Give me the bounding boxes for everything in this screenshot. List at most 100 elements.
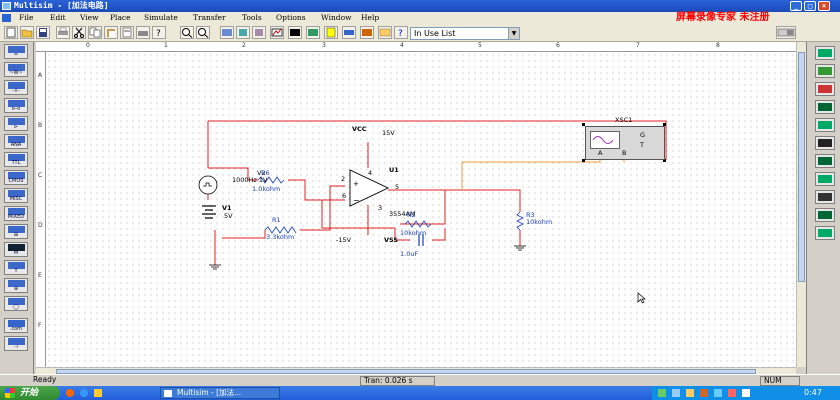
bode-plotter-button[interactable] — [815, 118, 835, 132]
r3-value[interactable]: 10kohm — [526, 218, 553, 226]
tray-icon[interactable] — [700, 389, 708, 397]
indicators-button[interactable]: ⊞ — [4, 224, 28, 239]
vertical-scrollbar[interactable] — [796, 42, 806, 367]
word-generator-button[interactable] — [815, 136, 835, 150]
basic-button[interactable]: ~W~ — [4, 62, 28, 77]
database-icon[interactable] — [236, 26, 250, 39]
tray-icon[interactable] — [686, 389, 694, 397]
mixed-button[interactable]: MIXED — [4, 206, 28, 221]
close-button[interactable]: × — [818, 1, 830, 11]
network-analyzer-button[interactable] — [815, 226, 835, 240]
vss-name[interactable]: VSS — [384, 236, 399, 244]
v2-value[interactable]: 1000Hz 1V — [232, 176, 268, 184]
quicklaunch-icon[interactable] — [66, 389, 74, 397]
tray-icon[interactable] — [714, 389, 722, 397]
clock[interactable]: 0:47 — [804, 388, 822, 397]
taskbar-multisim-window[interactable]: Multisim - [加法... — [160, 387, 280, 399]
menu-view[interactable]: View — [80, 13, 99, 22]
analog-button[interactable]: ⊳ — [4, 116, 28, 131]
ana-button[interactable]: ANA — [4, 134, 28, 149]
bom-icon[interactable] — [324, 26, 338, 39]
logic-analyzer-button[interactable] — [815, 154, 835, 168]
horizontal-scroll-thumb[interactable] — [56, 369, 756, 374]
help-icon[interactable]: ? — [152, 26, 166, 39]
copy-icon[interactable] — [88, 26, 102, 39]
maximize-button[interactable]: □ — [804, 1, 816, 11]
save-icon[interactable] — [36, 26, 50, 39]
r3-name[interactable]: R3 — [526, 211, 535, 219]
cut-icon[interactable] — [72, 26, 86, 39]
tray-icon[interactable] — [728, 389, 736, 397]
folder-icon[interactable] — [94, 389, 102, 397]
document-icon[interactable] — [2, 14, 11, 22]
ladder-button[interactable]: ◯ — [4, 296, 28, 311]
c1-value[interactable]: 1.0uF — [400, 250, 419, 258]
wattmeter-button[interactable] — [815, 82, 835, 96]
horizontal-scrollbar[interactable] — [36, 367, 796, 375]
vcc-value[interactable]: 15V — [382, 129, 395, 137]
vcc-name[interactable]: VCC — [352, 125, 367, 133]
cmos-button[interactable]: CMOS — [4, 170, 28, 185]
menu-window[interactable]: Window — [321, 13, 352, 22]
zoom-in-icon[interactable] — [180, 26, 194, 39]
r1-value[interactable]: 3.3kohm — [266, 233, 295, 241]
r2-value[interactable]: 10kohm — [400, 229, 427, 237]
oscilloscope-xsc1[interactable]: G T A B — [585, 126, 665, 160]
volume-icon[interactable] — [742, 389, 750, 397]
logic-converter-button[interactable] — [815, 172, 835, 186]
print-preview-icon[interactable] — [120, 26, 134, 39]
r6-name[interactable]: R6 — [261, 169, 270, 177]
v1-value[interactable]: 5V — [224, 212, 233, 220]
distortion-analyzer-button[interactable] — [815, 190, 835, 204]
zoom-out-icon[interactable] — [196, 26, 210, 39]
rf-button[interactable]: Y — [4, 260, 28, 275]
spectrum-analyzer-button[interactable] — [815, 208, 835, 222]
print-icon[interactable] — [56, 26, 70, 39]
grapher-icon[interactable] — [288, 26, 302, 39]
multimeter-button[interactable] — [815, 46, 835, 60]
minimize-button[interactable]: _ — [790, 1, 802, 11]
u1-part[interactable]: 3554AM — [389, 210, 416, 218]
menu-simulate[interactable]: Simulate — [144, 13, 178, 22]
library-icon[interactable] — [378, 26, 392, 39]
paste-icon[interactable] — [104, 26, 118, 39]
menu-options[interactable]: Options — [276, 13, 306, 22]
tray-icon[interactable] — [672, 389, 680, 397]
oscilloscope-button[interactable] — [815, 100, 835, 114]
menu-place[interactable]: Place — [110, 13, 131, 22]
component-toolbar-icon[interactable] — [220, 26, 234, 39]
menu-edit[interactable]: Edit — [50, 13, 66, 22]
ttl-button[interactable]: TTL — [4, 152, 28, 167]
postprocessor-icon[interactable] — [306, 26, 320, 39]
r1-name[interactable]: R1 — [272, 216, 281, 224]
menu-file[interactable]: File — [19, 13, 34, 22]
sources-button[interactable]: ≐ — [4, 44, 28, 59]
r2-name[interactable]: R2 — [407, 211, 416, 219]
wizard-icon[interactable] — [252, 26, 266, 39]
u1-name[interactable]: U1 — [389, 166, 399, 174]
misc-button[interactable]: MISC — [4, 188, 28, 203]
transfer-icon[interactable] — [360, 26, 374, 39]
misc-m-button[interactable]: M — [4, 242, 28, 257]
tray-icon[interactable] — [658, 389, 666, 397]
bus-button[interactable]: ⊣ — [4, 336, 28, 351]
vss-value[interactable]: -15V — [336, 236, 352, 244]
web-button[interactable]: .com — [4, 318, 28, 333]
xsc1-name[interactable]: XSC1 — [615, 116, 633, 124]
vertical-scroll-thumb[interactable] — [798, 52, 805, 282]
simulate-switch-icon[interactable] — [776, 26, 796, 39]
menu-help[interactable]: Help — [361, 13, 380, 22]
menu-tools[interactable]: Tools — [242, 13, 262, 22]
start-button[interactable]: 开始 — [0, 386, 60, 400]
ie-icon[interactable] — [80, 389, 88, 397]
netlist-icon[interactable] — [342, 26, 356, 39]
electromechanical-button[interactable]: ⊕ — [4, 278, 28, 293]
menu-transfer[interactable]: Transfer — [193, 13, 226, 22]
open-folder-icon[interactable] — [20, 26, 34, 39]
graph-icon[interactable] — [270, 26, 284, 39]
help-topics-icon[interactable]: ? — [394, 26, 408, 39]
chevron-down-icon[interactable]: ▼ — [508, 28, 519, 39]
schematic-canvas[interactable] — [46, 52, 796, 367]
v1-name[interactable]: V1 — [222, 204, 232, 212]
print-setup-icon[interactable] — [136, 26, 150, 39]
